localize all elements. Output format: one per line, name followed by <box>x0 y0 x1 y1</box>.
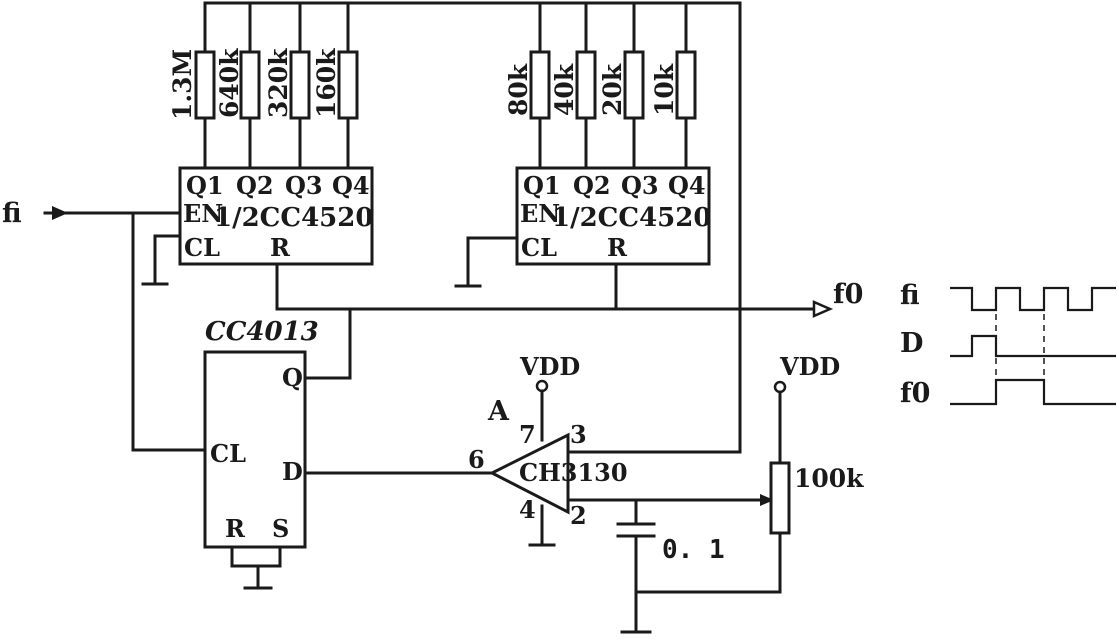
resistor-320k <box>289 50 311 120</box>
counter-right-cl-ground <box>454 236 519 288</box>
counter-left-chip-label: 1/2CC4520 <box>214 203 373 233</box>
capacitor-value-label: 0. 1 <box>662 535 725 565</box>
resistor-label-80k: 80k <box>504 63 533 116</box>
opamp-vdd-label: VDD <box>519 352 580 381</box>
input-arrow-icon <box>52 206 68 220</box>
resistor-label-10k: 10k <box>650 63 679 116</box>
counter-right-body <box>515 166 711 266</box>
resistor-bank-right: 80k 40k 20k 10k <box>504 50 697 170</box>
output-arrow-icon <box>812 300 834 318</box>
counter-right: Q1 Q2 Q3 Q4 EN 1/2CC4520 CL R <box>515 166 711 266</box>
input-fi-net: fi <box>2 198 207 452</box>
counter-left-pin-q1: Q1 <box>186 171 224 200</box>
flipflop-pin-cl: CL <box>210 439 246 468</box>
counter-right-pin-en: EN <box>520 199 560 228</box>
resistor-40k <box>575 50 597 120</box>
resistor-label-1-3m: 1.3M <box>168 49 197 120</box>
potentiometer-body <box>769 461 791 535</box>
waveform-f0 <box>950 378 1116 406</box>
counter-right-pin-q3: Q3 <box>621 171 659 200</box>
pot-value-label: 100k <box>794 464 864 493</box>
resistor-label-640k: 640k <box>215 48 244 118</box>
counter-left-pin-r: R <box>270 233 291 262</box>
counter-left-pin-cl: CL <box>184 233 220 262</box>
flipflop-cc4013: CC4013 Q CL D R S <box>203 317 319 590</box>
waveform-d <box>950 334 1116 358</box>
counter-right-pin-q4: Q4 <box>668 171 706 200</box>
potentiometer-100k: VDD 100k <box>634 352 864 594</box>
waveform-label-f0: f0 <box>900 378 930 409</box>
counter-right-chip-label: 1/2CC4520 <box>552 203 711 233</box>
counter-left: Q1 Q2 Q3 Q4 EN 1/2CC4520 CL R <box>178 166 374 266</box>
resistor-1-3m <box>194 50 216 120</box>
opamp-chip-label: CH3130 <box>519 458 628 487</box>
waveform-fi <box>950 286 1116 312</box>
opamp-triangle-icon <box>488 432 570 515</box>
flipflop-chip-label: CC4013 <box>205 317 319 347</box>
counter-right-pin-r: R <box>607 233 628 262</box>
counter-left-cl-ground <box>141 234 182 286</box>
pot-vdd-label: VDD <box>779 352 840 381</box>
resistor-10k <box>675 50 697 120</box>
waveform-label-d: D <box>900 328 923 359</box>
flipflop-pin-r: R <box>225 514 246 543</box>
counter-left-pin-q2: Q2 <box>236 171 274 200</box>
counter-left-body <box>178 166 374 266</box>
flipflop-body <box>203 350 307 549</box>
timing-diagram: fi D f0 <box>900 280 1116 409</box>
capacitor-0-1: 0. 1 <box>616 498 725 634</box>
opamp-pin-6: 6 <box>468 445 485 474</box>
opamp-pin-4: 4 <box>519 495 536 524</box>
reset-output-bus: f0 <box>275 262 863 380</box>
flipflop-pin-q: Q <box>282 363 303 392</box>
top-power-rail <box>203 1 742 454</box>
opamp-pin-7: 7 <box>519 420 536 449</box>
counter-right-pin-cl: CL <box>521 233 557 262</box>
resistor-label-320k: 320k <box>264 48 293 118</box>
counter-right-pin-q1: Q1 <box>523 171 561 200</box>
counter-left-pin-q4: Q4 <box>332 171 370 200</box>
flipflop-pin-d: D <box>282 457 303 486</box>
resistor-80k <box>529 50 551 120</box>
counter-left-pin-q3: Q3 <box>285 171 323 200</box>
resistor-label-40k: 40k <box>550 63 579 116</box>
resistor-label-20k: 20k <box>598 63 627 116</box>
counter-left-pin-en: EN <box>183 199 223 228</box>
waveform-label-fi: fi <box>900 280 920 311</box>
wiper-arrow-icon <box>760 494 774 506</box>
opamp-pin-3: 3 <box>570 420 587 449</box>
opamp-pin-2: 2 <box>570 501 587 530</box>
opamp-ref-label: A <box>487 396 510 427</box>
flipflop-pin-s: S <box>272 514 289 543</box>
opamp-ch3130: A VDD 7 6 4 3 2 CH3130 <box>468 352 774 547</box>
input-fi-label: fi <box>2 198 22 229</box>
resistor-label-160k: 160k <box>312 48 341 118</box>
resistor-20k <box>623 50 645 120</box>
resistor-bank-left: 1.3M 640k 320k 160k <box>168 48 359 170</box>
counter-right-pin-q2: Q2 <box>573 171 611 200</box>
resistor-160k <box>337 50 359 120</box>
output-f0-label: f0 <box>833 279 863 310</box>
